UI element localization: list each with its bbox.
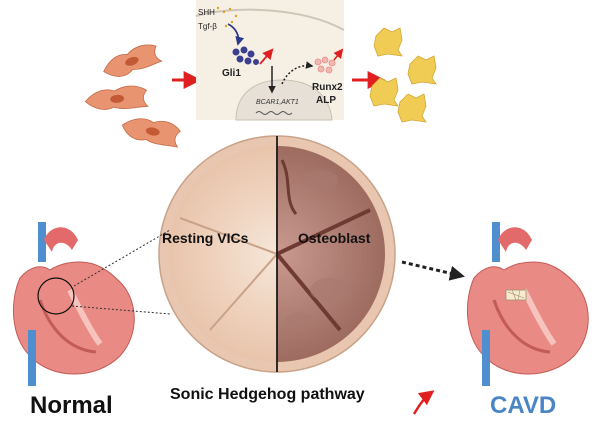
healthy-valve-half [169,146,277,362]
tgf-label: Tgf-β [198,22,217,31]
pathway-increase-arrow [412,390,435,415]
aortic-valve [158,135,396,373]
osteoblast-label: Osteoblast [298,230,371,246]
dna-strand [255,111,293,115]
resting-vics-label: Resting VICs [162,230,249,246]
fibroblast-cell-2 [84,85,149,110]
target-genes-label: BCAR1,AKT1 [256,99,299,106]
osteoblast-cell-3 [369,77,399,107]
zoom-line-top [73,229,171,287]
runx2-label: Runx2 [312,82,343,93]
arrow-signal-to-gli1 [227,23,245,46]
pathway-label: Sonic Hedgehog pathway [170,386,365,403]
cavd-heart-label: CAVD [490,392,557,419]
gli1-molecule-cluster [232,46,259,65]
arrow-valve-to-cavd [401,260,465,281]
alp-label: ALP [316,95,336,106]
calcified-valve-half [277,146,385,362]
fibroblast-cell-3 [121,118,181,148]
shh-label: SHH [198,8,215,17]
fibroblast-cell-1 [103,44,163,77]
gli1-label: Gli1 [222,68,241,79]
normal-heart [12,222,135,386]
osteoblast-cell-1 [373,27,403,57]
cavd-heart [466,222,589,386]
osteoblast-cell-2 [407,55,437,85]
valve-highlight-circle [37,277,75,315]
runx2-molecule-cluster [314,56,336,74]
normal-heart-label: Normal [30,392,113,419]
signal-dots [216,6,238,28]
runx2-increase-arrow [333,48,344,61]
osteoblast-cell-4 [397,93,427,123]
gli1-increase-arrow [259,48,274,65]
zoom-line-bottom [71,305,171,315]
